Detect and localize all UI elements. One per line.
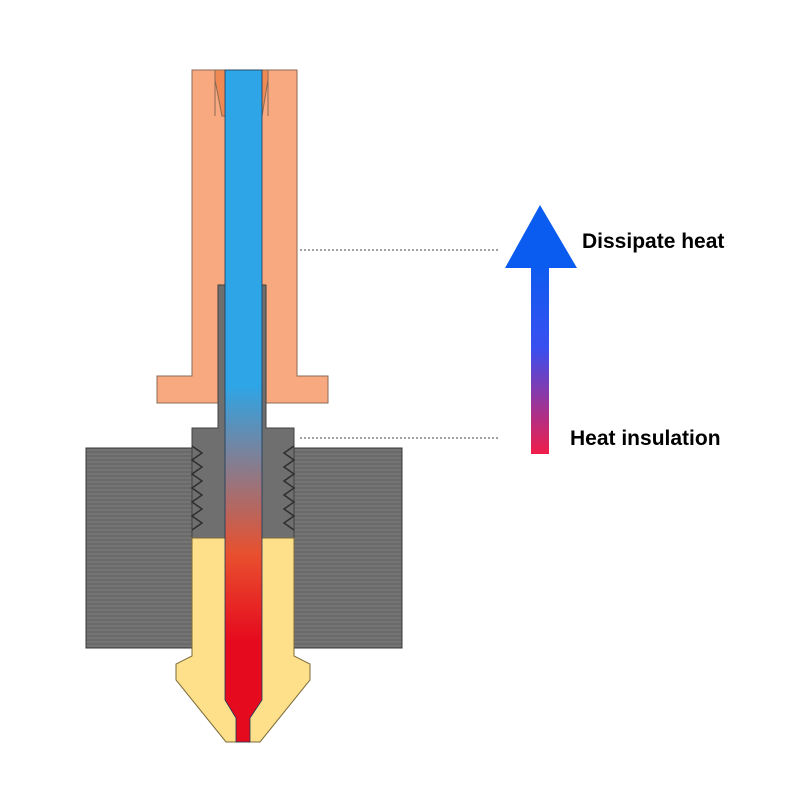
filament [224, 69, 263, 743]
heat-arrow-shaft [531, 262, 549, 454]
heat-arrow-head [505, 205, 577, 268]
thread-left [190, 445, 204, 531]
thread-right [282, 445, 296, 531]
dissipate-heat-label: Dissipate heat [582, 230, 725, 253]
heat-insulation-label: Heat insulation [570, 427, 721, 450]
